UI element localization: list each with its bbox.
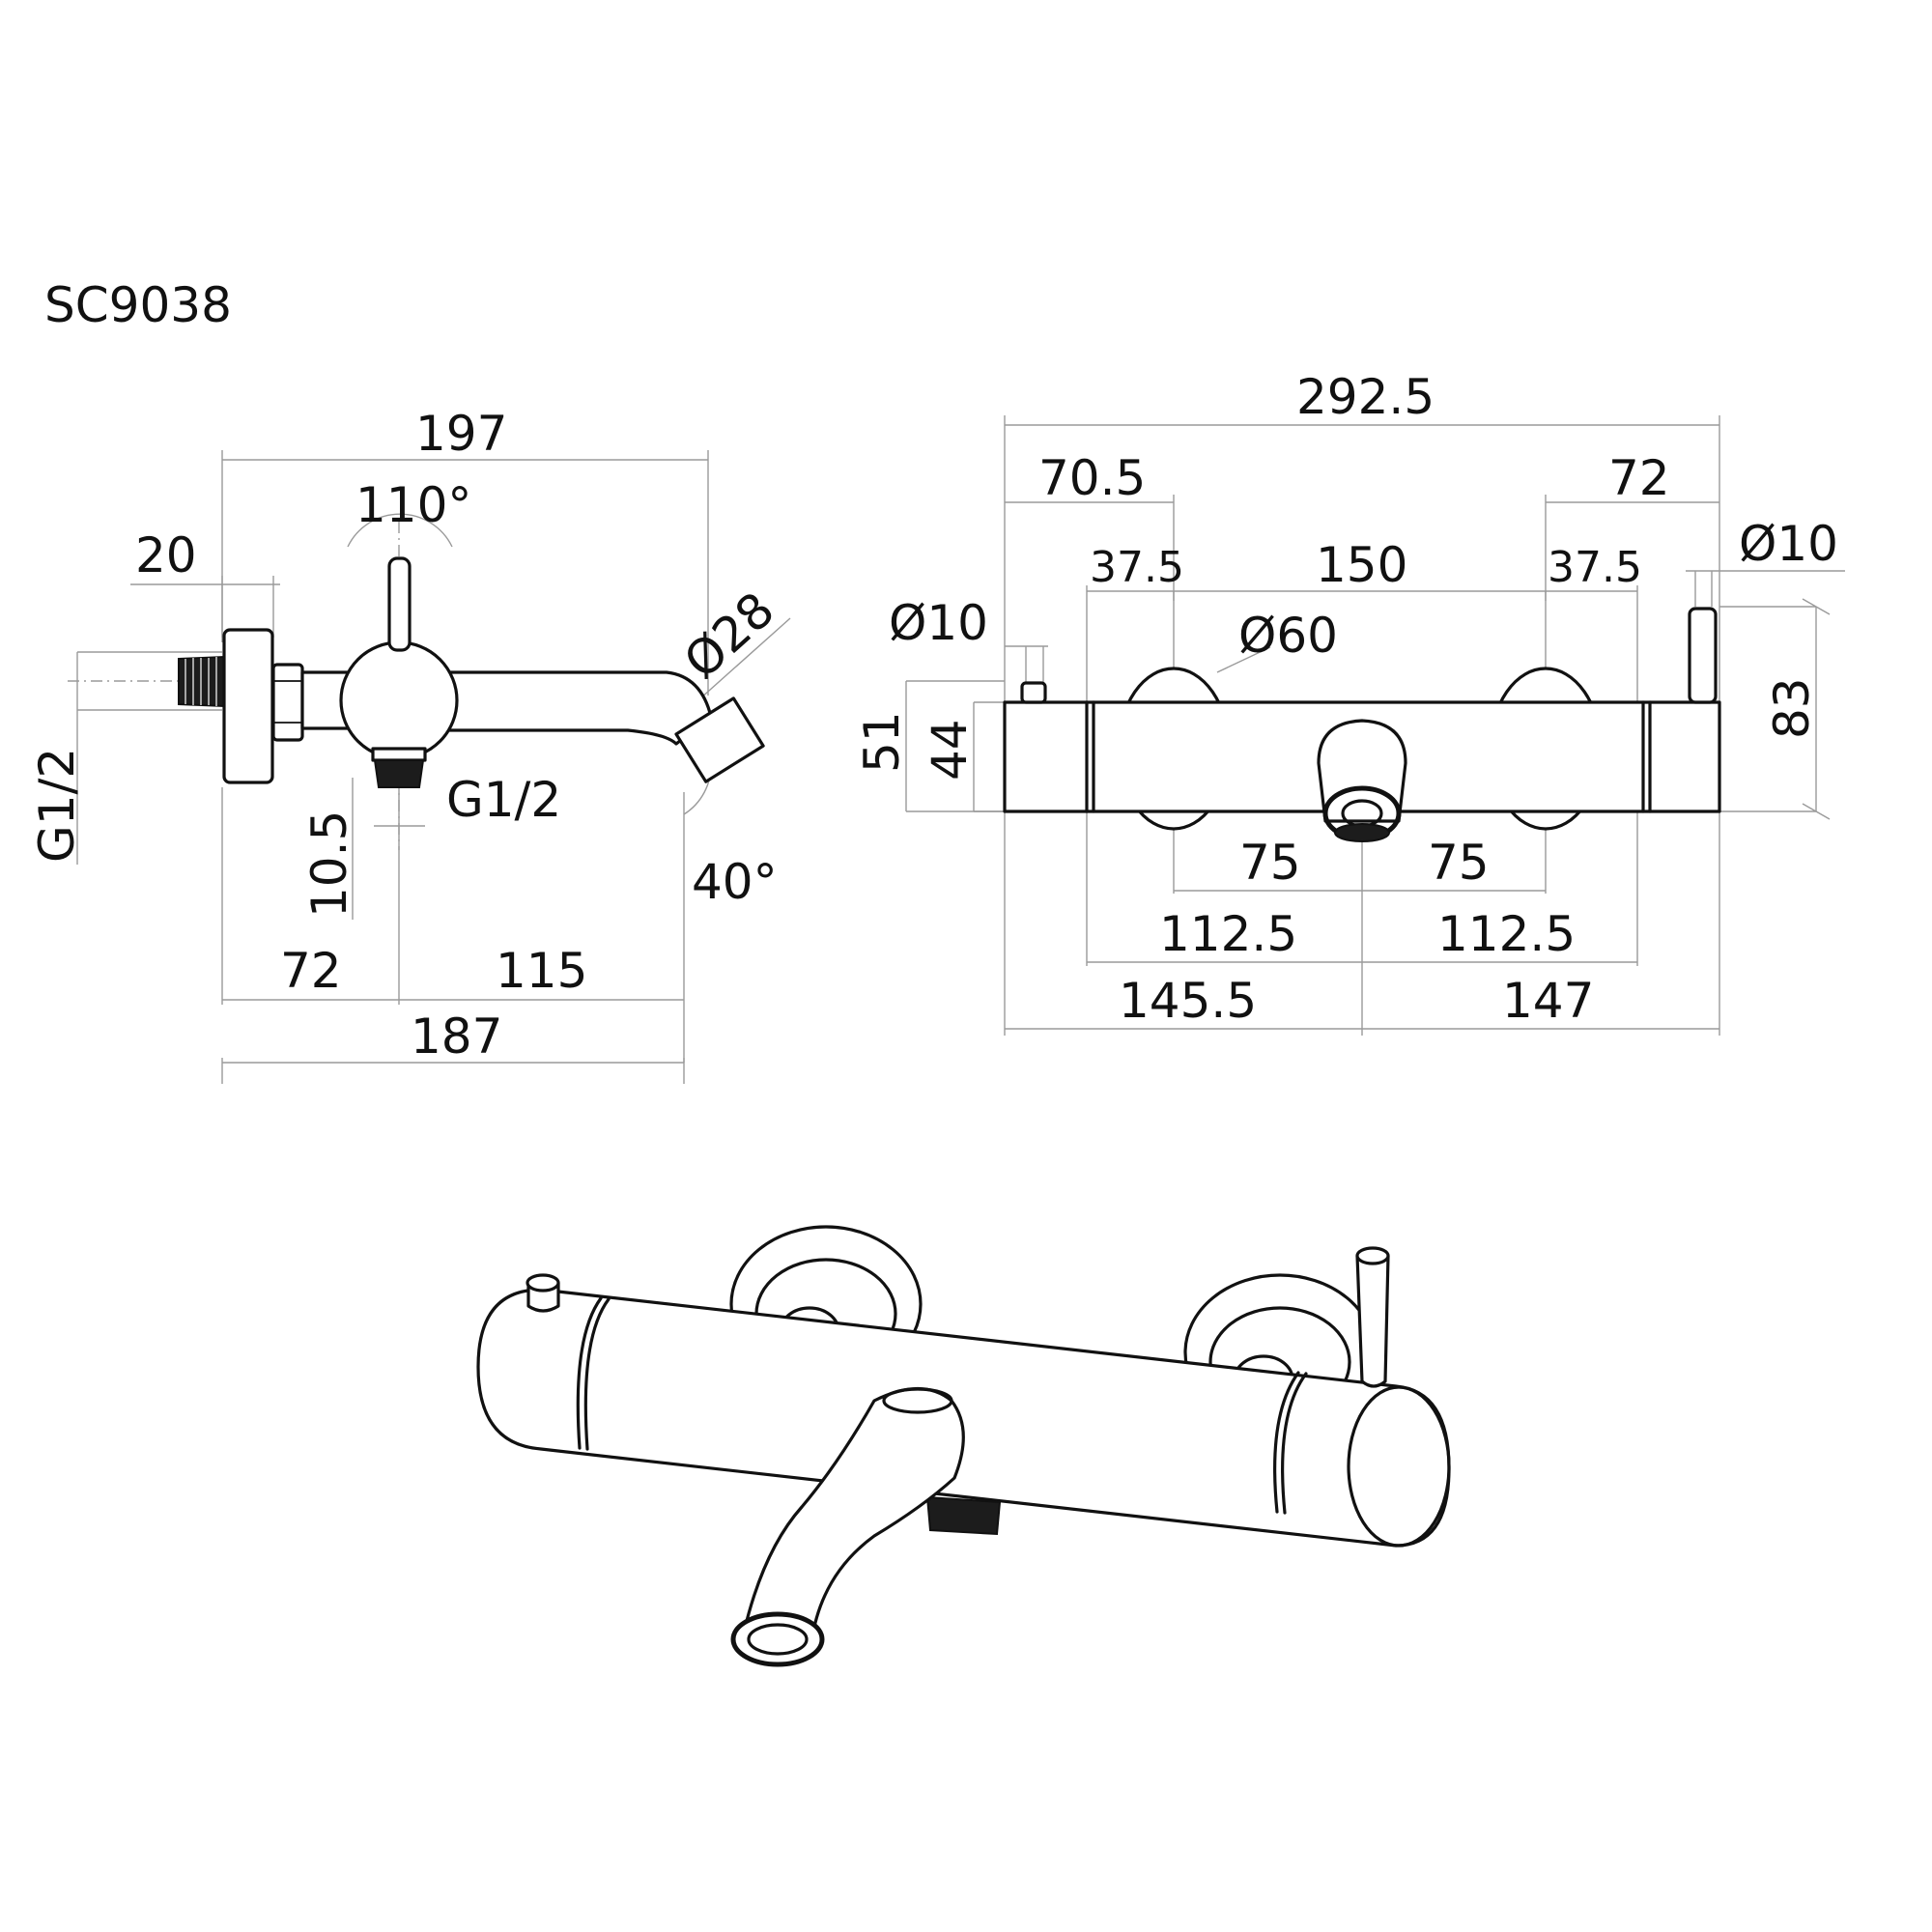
dim-right-offset: 37.5 — [1548, 543, 1642, 592]
iso-spout — [742, 1386, 965, 1644]
dim-overall-width: 197 — [415, 406, 507, 462]
dim-inlet-thread: G1/2 — [29, 748, 85, 863]
dim-projection: 187 — [411, 1009, 502, 1065]
dim-height-51: 51 — [854, 711, 910, 773]
iso-spout-outlet — [730, 1611, 825, 1667]
outlet-thread-icon — [373, 759, 425, 788]
iso-outlet-thread-icon — [925, 1495, 1002, 1536]
spout — [438, 670, 713, 746]
front-view: 292.5 70.5 72 37.5 150 37.5 Ø10 Ø10 Ø60 … — [854, 369, 1845, 1036]
dim-overall-length: 292.5 — [1296, 369, 1435, 425]
dim-right-cap: 72 — [1608, 450, 1670, 506]
dim-height-44: 44 — [922, 719, 978, 781]
wall-flange — [222, 628, 274, 784]
dim-lever-angle: 110° — [355, 477, 471, 533]
iso-control-lever — [1355, 1254, 1390, 1388]
dim-centers: 150 — [1316, 537, 1407, 593]
dim-half-right: 75 — [1428, 835, 1490, 891]
side-view-labels: 197 110° 20 G1/2 Ø28 G1/2 10.5 40° 72 11… — [29, 406, 785, 1065]
spout-tip — [674, 696, 765, 783]
dim-outlet-height: 10.5 — [301, 810, 357, 918]
front-view-labels: 292.5 70.5 72 37.5 150 37.5 Ø10 Ø10 Ø60 … — [854, 369, 1838, 1029]
safety-button — [1020, 681, 1047, 704]
isometric-view — [476, 1225, 1451, 1667]
dim-outer-right: 147 — [1502, 973, 1594, 1029]
side-view-tap-body — [178, 556, 765, 788]
dim-rosette-diameter: Ø60 — [1238, 608, 1338, 664]
dim-outlet-thread: G1/2 — [446, 772, 561, 828]
iso-end-cap — [1347, 1385, 1451, 1548]
dim-left-offset: 37.5 — [1090, 543, 1184, 592]
side-view: 197 110° 20 G1/2 Ø28 G1/2 10.5 40° 72 11… — [29, 406, 791, 1084]
dim-left-cap: 70.5 — [1038, 450, 1146, 506]
dim-inner-left: 112.5 — [1159, 906, 1297, 962]
dim-wall-to-axis: 72 — [280, 943, 342, 999]
dim-lever-height: 83 — [1764, 677, 1820, 739]
drawing-title: SC9038 — [44, 277, 232, 333]
thermostat-body — [339, 640, 459, 760]
dim-inner-right: 112.5 — [1437, 906, 1576, 962]
control-lever — [1688, 607, 1718, 704]
front-view-tap-body — [1003, 607, 1721, 842]
dim-button-diameter: Ø10 — [889, 595, 988, 651]
aerator-icon — [1334, 823, 1390, 842]
spout-front — [1317, 719, 1407, 823]
dim-half-left: 75 — [1239, 835, 1301, 891]
dim-spout-angle: 40° — [692, 854, 778, 910]
outlet-collar — [371, 747, 427, 762]
dim-flange-width: 20 — [135, 527, 197, 583]
dim-axis-to-spout: 115 — [496, 943, 587, 999]
coupling-nut — [271, 663, 304, 742]
dim-lever-diameter: Ø10 — [1739, 516, 1838, 572]
dim-outer-left: 145.5 — [1119, 973, 1257, 1029]
control-lever — [387, 556, 412, 652]
